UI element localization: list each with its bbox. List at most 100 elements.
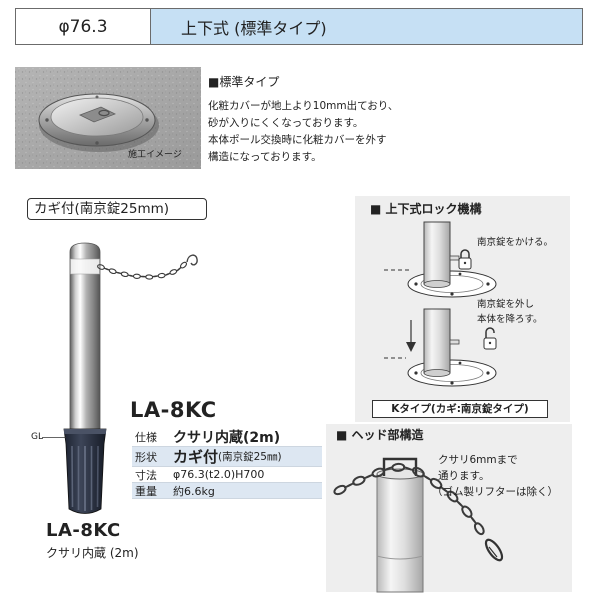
lock-type-label: Kタイプ(カギ:南京錠タイプ) <box>372 400 548 418</box>
spec-row-shape: 形状 カギ付 (南京錠25㎜) <box>132 447 322 467</box>
description-line: 砂が入りにくくなっております。 <box>208 117 364 129</box>
screw <box>414 282 418 286</box>
spec-label: 形状 <box>135 450 157 464</box>
header-diameter: φ76.3 <box>16 9 151 44</box>
description-line: 本体ポール交換時に化粧カバーを外す <box>208 134 387 146</box>
lock-mechanism-heading: ■ 上下式ロック機構 <box>370 202 482 216</box>
header-type: 上下式 (標準タイプ) <box>151 9 582 44</box>
chain-link <box>179 261 188 269</box>
pole-seam <box>376 555 424 560</box>
chain-link <box>391 462 406 472</box>
head-structure-note: 通ります。 <box>438 470 490 482</box>
spec-table: 仕様 クサリ内蔵(2m) 形状 カギ付 (南京錠25㎜) 寸法 φ76.3(t2… <box>132 427 322 499</box>
chain-link <box>333 484 347 496</box>
snap-hook <box>484 538 504 562</box>
model-caption-description: クサリ内蔵 (2m) <box>46 546 139 560</box>
description-line: 構造になっております。 <box>208 151 322 163</box>
chain-link <box>402 466 415 471</box>
lock-ring <box>98 109 110 117</box>
head-structure-heading: ■ ヘッド部構造 <box>336 428 424 442</box>
padlock-keyhole <box>463 261 467 265</box>
chain-link <box>382 466 394 472</box>
screw <box>458 272 462 276</box>
spec-row-weight: 重量 約6.6kg <box>132 483 322 499</box>
model-number: LA-8KC <box>130 398 217 422</box>
screw <box>45 118 49 122</box>
installation-photo <box>15 67 201 169</box>
head-chain <box>333 462 485 536</box>
screw <box>95 95 99 99</box>
variant-label: カギ付(南京錠25mm) <box>27 198 207 220</box>
bollard-pole <box>69 242 101 433</box>
chain-link <box>473 522 485 536</box>
lock-step-release: 本体を降ろす。 <box>477 314 543 325</box>
chain-link <box>344 482 355 489</box>
spec-value: φ76.3(t2.0)H700 <box>173 468 265 481</box>
reflective-band <box>70 259 100 274</box>
bollard-pole <box>423 308 451 374</box>
pole-foot <box>423 280 451 288</box>
spec-label: 寸法 <box>135 468 157 482</box>
chain-link <box>469 515 478 525</box>
bollard-illustration <box>42 242 198 514</box>
base-rib <box>96 445 99 508</box>
spec-label: 仕様 <box>135 430 157 444</box>
ground-level-label: GL <box>31 432 43 442</box>
model-caption: LA-8KC <box>46 520 121 541</box>
lock-tab <box>449 255 460 261</box>
chain-link <box>120 271 129 278</box>
photo-caption: 施工イメージ <box>128 150 182 160</box>
spec-label: 重量 <box>135 484 157 498</box>
bollard-pole <box>423 221 451 285</box>
lock-step-release: 南京錠を外し <box>477 299 535 310</box>
padlock-shackle <box>460 249 470 258</box>
chain-link <box>164 272 171 276</box>
bollard-pole <box>376 473 424 593</box>
chain-link <box>362 473 375 480</box>
padlock-shackle-open <box>485 327 495 338</box>
spec-value: カギ付 <box>173 448 219 466</box>
chain-link <box>103 267 111 271</box>
chain-link <box>108 268 117 275</box>
spec-row-dimensions: 寸法 φ76.3(t2.0)H700 <box>132 467 322 483</box>
lock-illustration-released <box>384 308 497 387</box>
chain-hook <box>186 254 198 266</box>
chain-link <box>352 475 366 486</box>
head-structure-note: クサリ6mmまで <box>438 454 518 466</box>
chain-link <box>132 273 141 279</box>
spec-value: クサリ内蔵(2m) <box>173 429 281 446</box>
screw <box>486 282 490 286</box>
description-line: 化粧カバーが地上より10mm出ており、 <box>208 100 399 112</box>
down-arrow-icon <box>406 342 416 352</box>
lock-illustration-engaged <box>384 221 497 298</box>
head-structure-panel <box>326 424 572 592</box>
snap-hook-gate <box>488 546 498 558</box>
header-bar: φ76.3 上下式 (標準タイプ) <box>15 8 583 45</box>
lock-tab <box>449 339 460 345</box>
bollard-chain <box>97 261 188 280</box>
chain-link <box>455 499 465 509</box>
padlock-keyhole <box>488 341 492 345</box>
chain-link <box>145 274 154 280</box>
screw <box>458 361 462 365</box>
screw <box>145 118 149 122</box>
head-structure-illustration <box>333 457 504 593</box>
screw <box>450 381 454 385</box>
standard-type-description: 化粧カバーが地上より10mm出ており、 砂が入りにくくなっております。 本体ポー… <box>208 98 398 166</box>
chain-link <box>439 486 450 494</box>
chain-link <box>127 274 135 277</box>
screw <box>450 292 454 296</box>
spec-note: (南京錠25㎜) <box>218 451 282 463</box>
chain-link <box>157 272 166 279</box>
screw <box>414 371 418 375</box>
head-structure-note: （ゴム製リフターは除く） <box>432 486 558 498</box>
screw <box>95 141 99 145</box>
screw <box>486 371 490 375</box>
chain-link <box>169 269 178 275</box>
chain-link <box>139 275 147 278</box>
chain-link <box>422 474 433 482</box>
chain-link <box>115 271 123 275</box>
pole-foot <box>423 369 451 377</box>
